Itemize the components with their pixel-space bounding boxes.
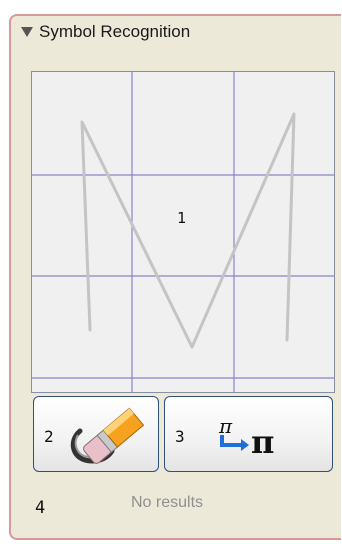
eraser-icon [70,407,145,464]
svg-text:π: π [251,423,274,461]
results-area: 4 No results [11,482,341,532]
handwritten-stroke [80,112,296,349]
panel-header[interactable]: Symbol Recognition [11,16,341,48]
drawing-area-number: 1 [177,209,187,227]
panel-title: Symbol Recognition [39,22,191,41]
triangle-down-icon[interactable] [17,22,37,42]
grid-lines [32,72,334,392]
grid-and-stroke [32,72,334,392]
drawing-canvas[interactable]: 1 [31,71,335,393]
convert-button[interactable]: 3 π π [164,396,333,472]
symbol-to-pi-icon: π π [218,414,274,461]
convert-button-number: 3 [175,427,185,446]
results-number: 4 [35,498,46,518]
results-text: No results [131,494,204,511]
symbol-recognition-panel: Symbol Recognition 1 2 [9,14,341,540]
erase-button-number: 2 [44,427,54,446]
erase-button[interactable]: 2 [33,396,159,472]
svg-text:π: π [218,414,233,438]
